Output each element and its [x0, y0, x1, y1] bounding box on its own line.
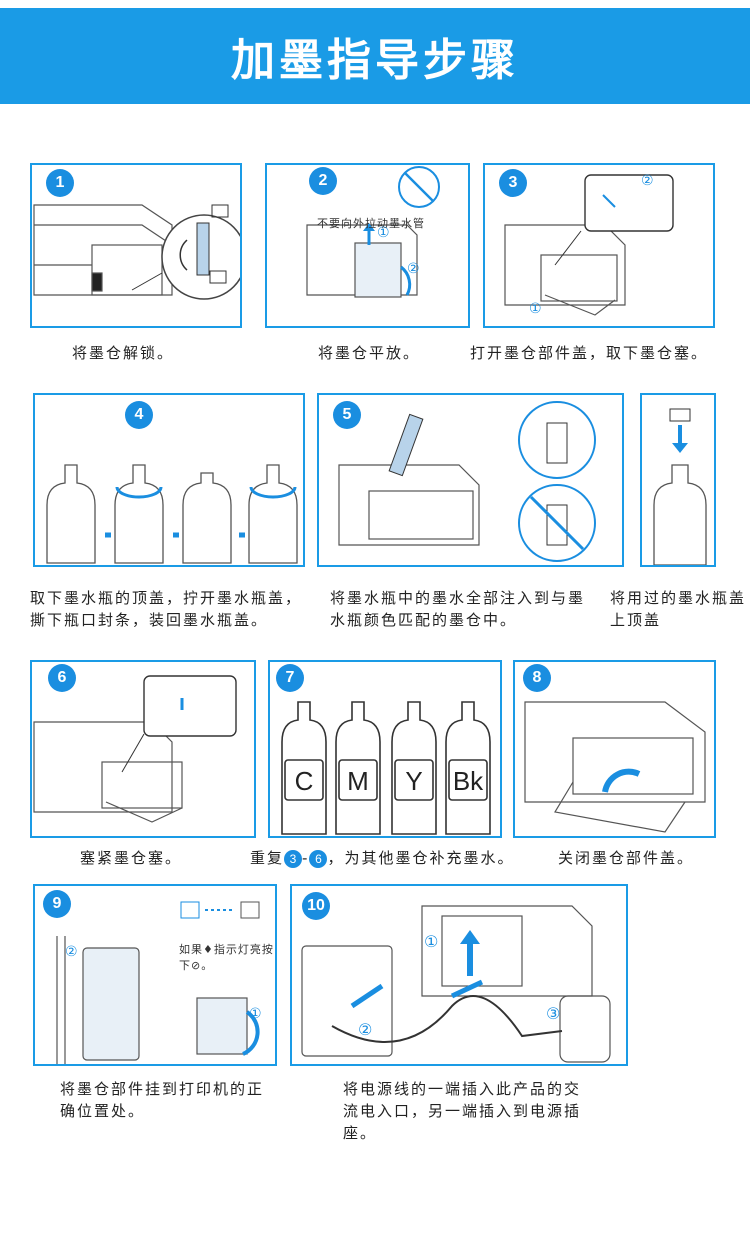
- step-9-callout-1: ①: [249, 1006, 263, 1022]
- tank-flat-illustration: [306, 166, 440, 298]
- ink-bottles-illustration: [281, 701, 491, 835]
- step-7-caption-to: 6: [309, 849, 328, 868]
- step-9-caption: 将墨仓部件挂到打印机的正确位置处。: [60, 1080, 265, 1120]
- hang-tank-illustration: [56, 901, 260, 1064]
- step-2-callout-1: ①: [377, 225, 391, 241]
- bottle-label-bk: Bk: [452, 766, 484, 796]
- step-3-callout-2: ②: [641, 173, 655, 189]
- step-7-caption-from: 3: [284, 849, 303, 868]
- printer-unlock-illustration: [33, 204, 240, 300]
- step-10-callout-2: ②: [358, 1020, 374, 1039]
- open-cover-illustration: [504, 174, 674, 316]
- step-8-caption: 关闭墨仓部件盖。: [558, 849, 695, 867]
- step-2-caption: 将墨仓平放。: [318, 344, 421, 362]
- step-1-badge: 1: [46, 169, 74, 197]
- close-cover-illustration: [524, 701, 706, 833]
- bottle-label-c: C: [294, 766, 314, 796]
- power-cord-illustration: [301, 905, 611, 1063]
- step-7-caption-prefix: 重复: [250, 849, 285, 867]
- step-10-callout-1: ①: [424, 932, 440, 951]
- step-9-callout-2: ②: [65, 944, 79, 960]
- step-3-caption: 打开墨仓部件盖，取下墨仓塞。: [470, 344, 709, 362]
- fill-ink-illustration: [338, 401, 596, 562]
- step-8-badge: 8: [523, 664, 551, 692]
- step-7-caption-suffix: ，为其他墨仓补充墨水。: [327, 849, 515, 867]
- step-9-note: 如果♦指示灯亮按下⊘。: [179, 943, 274, 972]
- step-6-caption: 塞紧墨仓塞。: [80, 849, 183, 867]
- step-4-panel: 4: [33, 393, 305, 567]
- step-10-panel: 10 ① ② ③: [290, 884, 628, 1066]
- page-title: 加墨指导步骤: [231, 35, 519, 86]
- step-2-panel: 2 不要向外拉动墨水管 ① ②: [265, 163, 470, 328]
- step-10-caption: 将电源线的一端插入此产品的交流电入口，另一端插入到电源插座。: [343, 1080, 582, 1142]
- step-5b-caption: 将用过的墨水瓶盖上顶盖: [610, 589, 747, 629]
- bottle-label-m: M: [347, 766, 369, 796]
- step-3-panel: 3 ② ①: [483, 163, 715, 328]
- bottle-prep-illustration: [46, 464, 298, 564]
- step-8-panel: 8: [513, 660, 716, 838]
- step-6-panel: 6: [30, 660, 256, 838]
- step-4-badge: 4: [125, 401, 153, 429]
- step-5-caption: 将墨水瓶中的墨水全部注入到与墨水瓶颜色匹配的墨仓中。: [330, 589, 586, 629]
- seal-plug-illustration: [33, 675, 237, 823]
- bottle-label-y: Y: [405, 766, 423, 796]
- step-5b-panel: [640, 393, 716, 567]
- step-4-caption: 取下墨水瓶的顶盖，拧开墨水瓶盖，撕下瓶口封条，装回墨水瓶盖。: [30, 589, 303, 629]
- step-9-panel: 9 如果♦指示灯亮按下⊘。 ② ①: [33, 884, 277, 1066]
- step-3-callout-1: ①: [529, 301, 543, 317]
- recap-bottle-illustration: [653, 408, 707, 565]
- step-7-badge: 7: [276, 664, 304, 692]
- page-header: 加墨指导步骤: [0, 8, 750, 104]
- step-6-badge: 6: [48, 664, 76, 692]
- step-2-note: 不要向外拉动墨水管: [317, 217, 425, 230]
- step-9-badge: 9: [43, 890, 71, 918]
- step-1-caption: 将墨仓解锁。: [72, 344, 175, 362]
- step-5-panel: 5: [317, 393, 624, 567]
- step-7-panel: 7 C M Y Bk: [268, 660, 502, 838]
- step-10-badge: 10: [302, 892, 330, 920]
- step-1-panel: 1: [30, 163, 242, 328]
- step-10-callout-3: ③: [546, 1004, 562, 1023]
- step-2-callout-2: ②: [407, 261, 421, 277]
- step-2-badge: 2: [309, 167, 337, 195]
- dash-glyph: -: [302, 849, 310, 867]
- step-3-badge: 3: [499, 169, 527, 197]
- step-5-badge: 5: [333, 401, 361, 429]
